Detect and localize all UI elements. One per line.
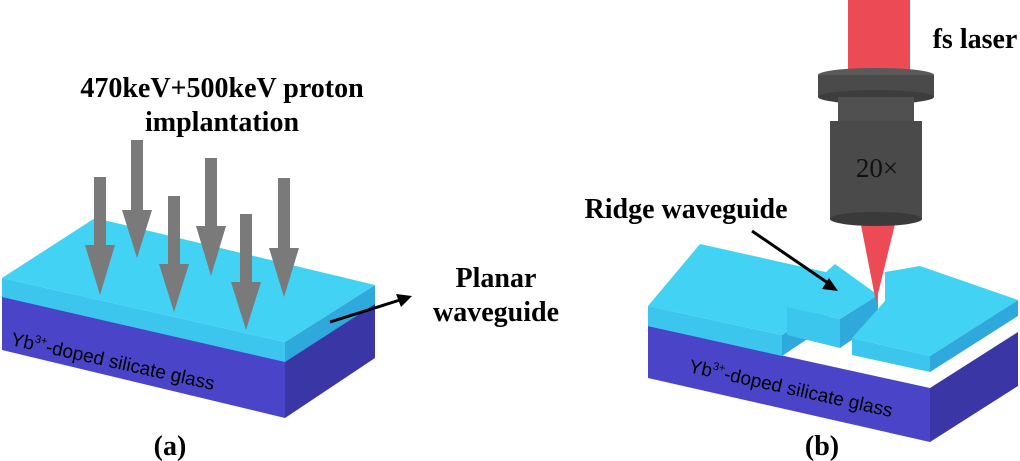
ridge-label: Ridge waveguide	[585, 194, 788, 225]
down-arrow-icon	[196, 158, 226, 276]
planar-label-line2: waveguide	[433, 297, 559, 328]
implantation-arrows	[85, 140, 299, 330]
down-arrow-icon	[269, 178, 299, 297]
caption-b: (b)	[805, 431, 839, 461]
waveguide-slab-left	[648, 244, 830, 356]
down-arrow-icon	[159, 196, 189, 312]
down-arrow-icon	[231, 214, 261, 330]
implantation-label-line2: implantation	[145, 107, 299, 138]
objective-lens	[818, 68, 934, 226]
ridge-pointer-arrow	[751, 229, 838, 291]
caption-a: (a)	[154, 431, 187, 461]
planar-pointer-arrow	[329, 294, 412, 324]
ridge-waveguide	[787, 264, 878, 348]
panel-b: 20× fs laser Ridge waveguide Yb3+-doped …	[585, 0, 1018, 461]
waveguide-slab-right	[852, 266, 1018, 372]
substrate-block-b	[648, 326, 1018, 442]
objective-magnification: 20×	[856, 153, 898, 183]
substrate-block-a	[2, 295, 375, 418]
planar-label-line1: Planar	[456, 263, 537, 294]
fs-laser-label: fs laser	[933, 24, 1018, 55]
down-arrow-icon	[85, 177, 115, 295]
down-arrow-icon	[122, 140, 152, 258]
panel-a: 470keV+500keV proton implantation Planar…	[2, 73, 559, 461]
implantation-label-line1: 470keV+500keV proton	[80, 73, 364, 104]
